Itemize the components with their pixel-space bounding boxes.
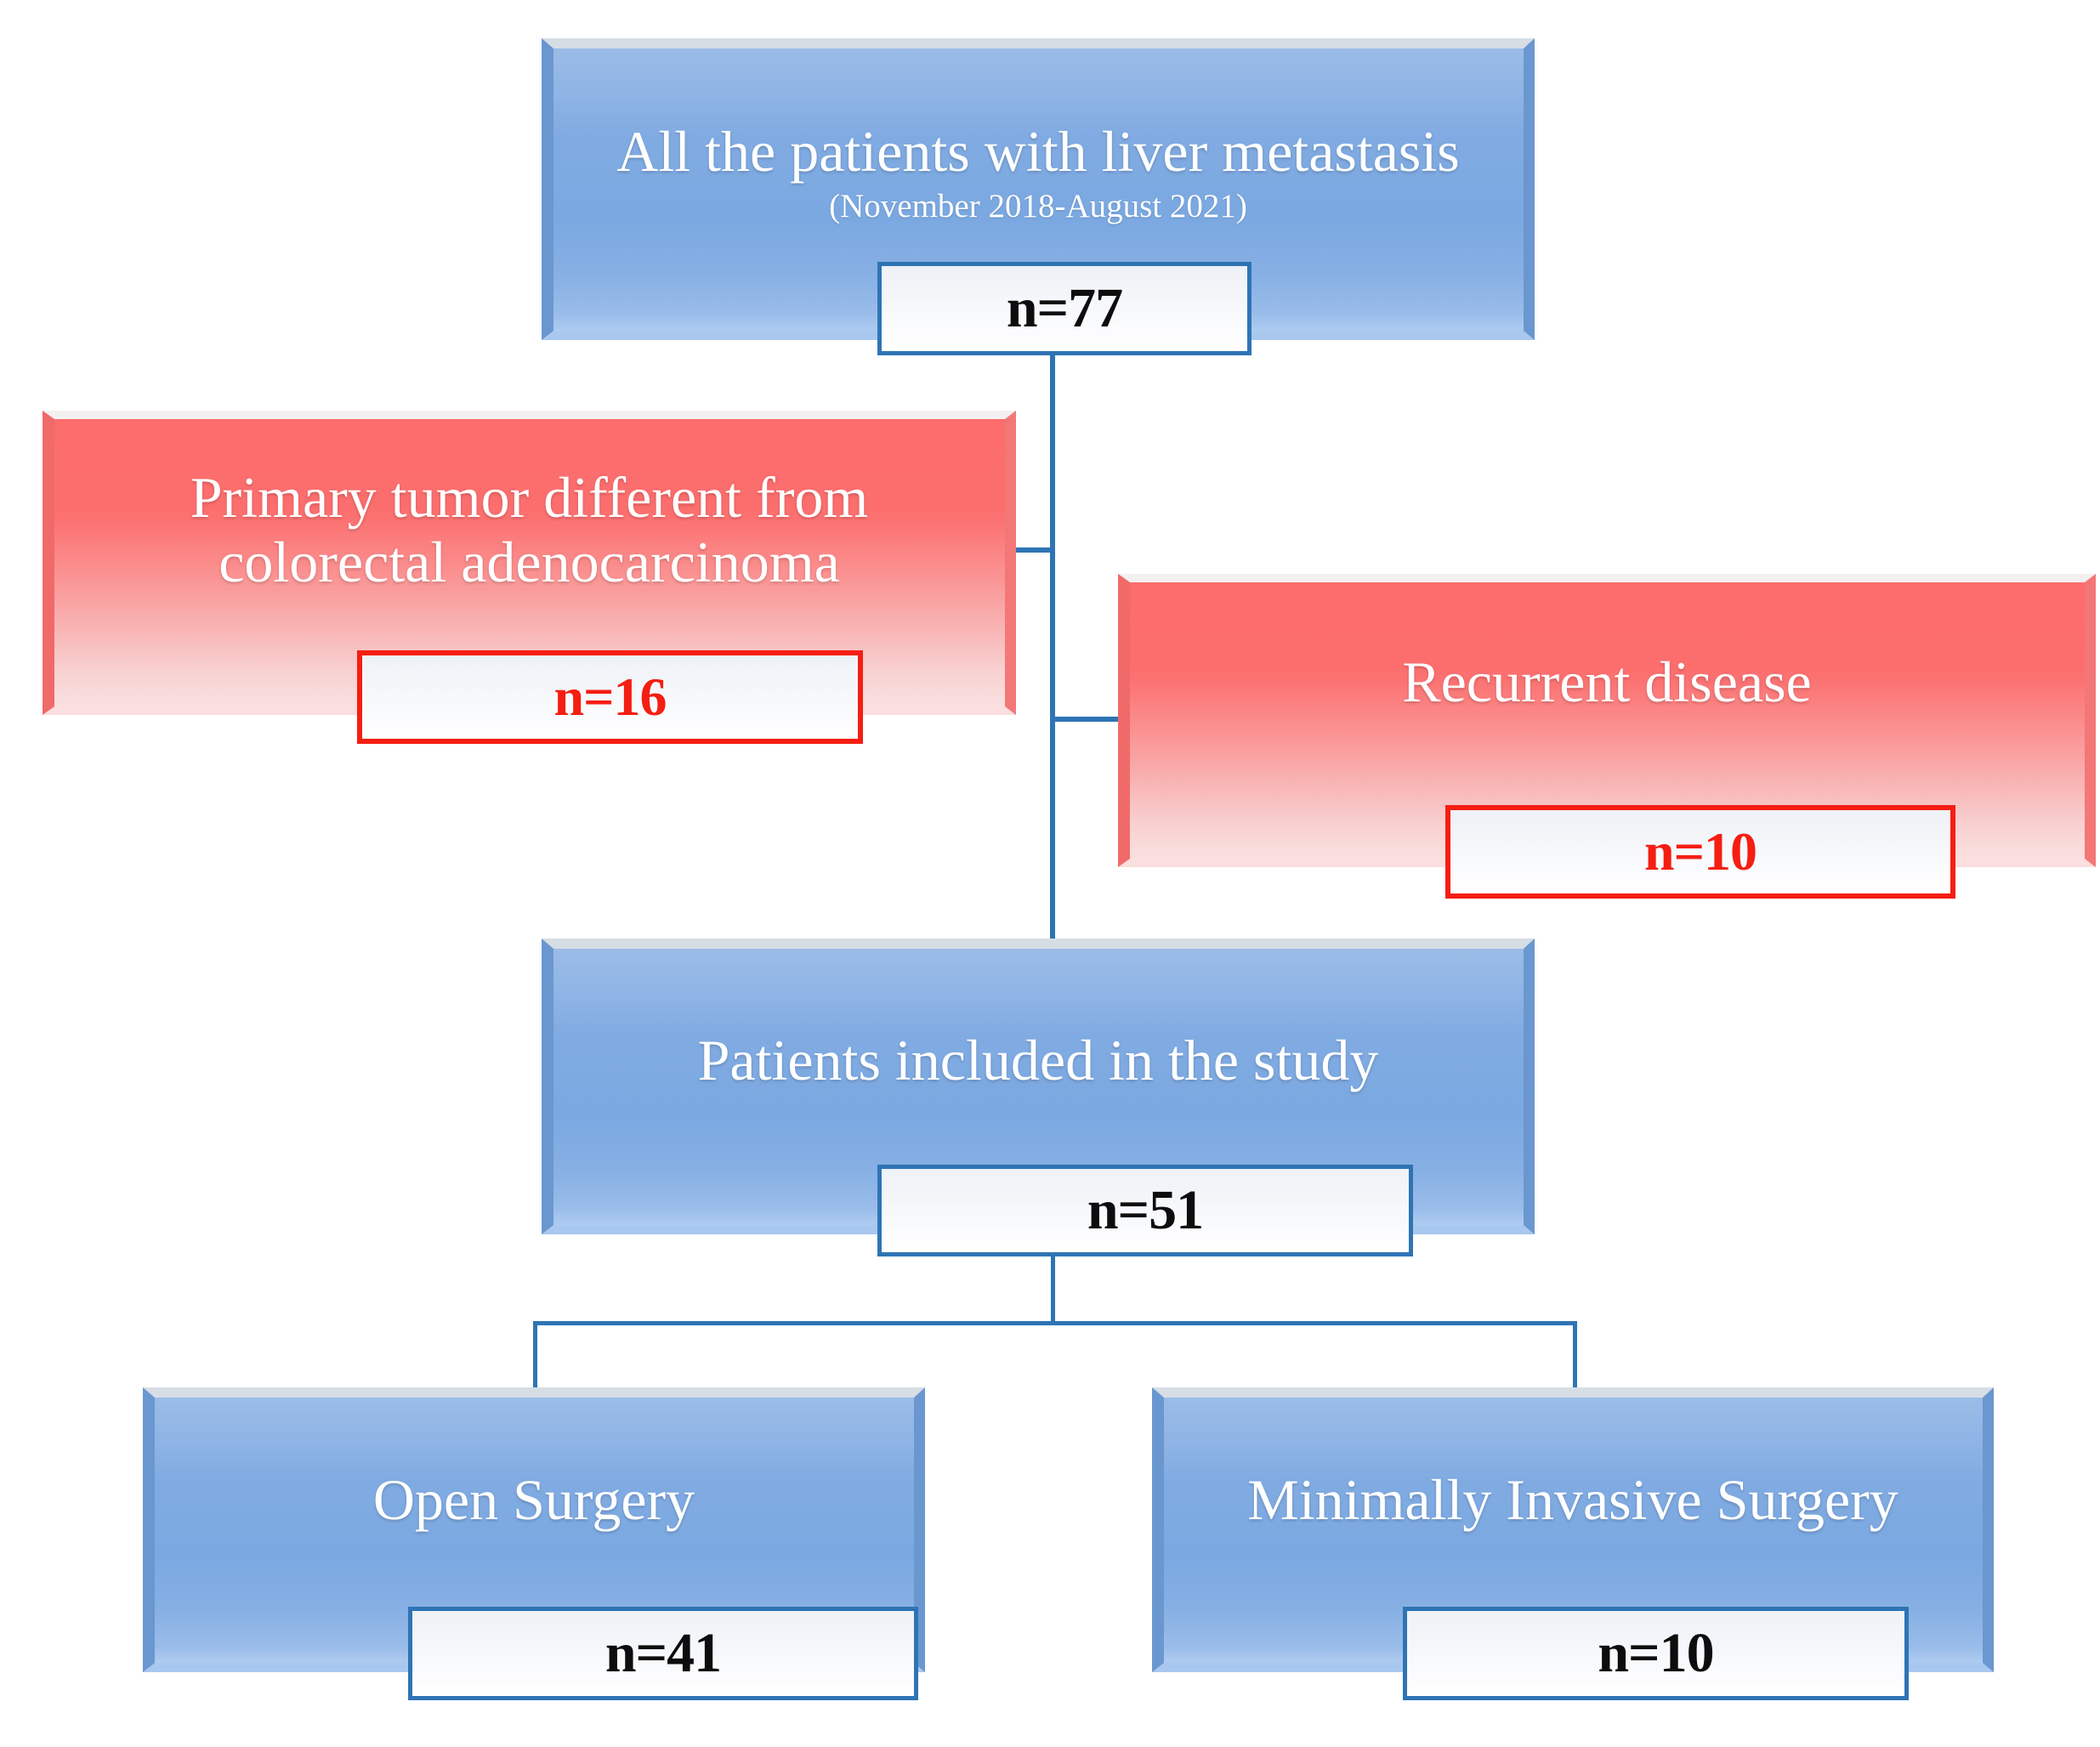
node-title: All the patients with liver metastasis	[616, 119, 1460, 184]
count-chip-primary-tumor-excluded: n=16	[357, 650, 863, 744]
node-title: Open Surgery	[372, 1467, 695, 1533]
count-chip-all-patients: n=77	[877, 262, 1251, 355]
connector-spine-main	[1050, 354, 1055, 940]
node-labels: Primary tumor different from colorectal …	[71, 465, 986, 661]
count-value: n=10	[1598, 1622, 1714, 1684]
node-subtitle: (November 2018-August 2021)	[829, 188, 1247, 225]
node-title: Minimally Invasive Surgery	[1247, 1467, 1899, 1533]
node-labels: Open Surgery	[167, 1467, 902, 1591]
count-chip-recurrent-disease-excluded: n=10	[1445, 805, 1955, 899]
connector-split-bar	[533, 1321, 1577, 1325]
node-labels: All the patients with liver metastasis (…	[571, 119, 1505, 259]
count-chip-patients-included: n=51	[877, 1165, 1413, 1256]
count-chip-minimally-invasive-surgery: n=10	[1403, 1607, 1909, 1700]
node-labels: Recurrent disease	[1148, 649, 2067, 791]
node-labels: Patients included in the study	[571, 1028, 1505, 1145]
connector-branch-primary-tumor	[1007, 547, 1054, 553]
count-value: n=10	[1643, 821, 1757, 882]
count-value: n=51	[1087, 1179, 1204, 1241]
count-value: n=41	[604, 1622, 722, 1684]
node-title: Primary tumor different from colorectal …	[190, 464, 869, 594]
count-value: n=16	[553, 666, 667, 727]
connector-branch-recurrent-disease	[1050, 717, 1127, 722]
count-value: n=77	[1006, 277, 1123, 339]
node-title: Patients included in the study	[697, 1027, 1379, 1092]
node-labels: Minimally Invasive Surgery	[1152, 1467, 1994, 1591]
connector-drop-open-surgery	[533, 1321, 537, 1396]
connector-drop-minimally-invasive	[1573, 1321, 1577, 1396]
node-title: Recurrent disease	[1402, 649, 1812, 715]
connector-spine-lower	[1051, 1255, 1055, 1324]
count-chip-open-surgery: n=41	[408, 1607, 918, 1700]
